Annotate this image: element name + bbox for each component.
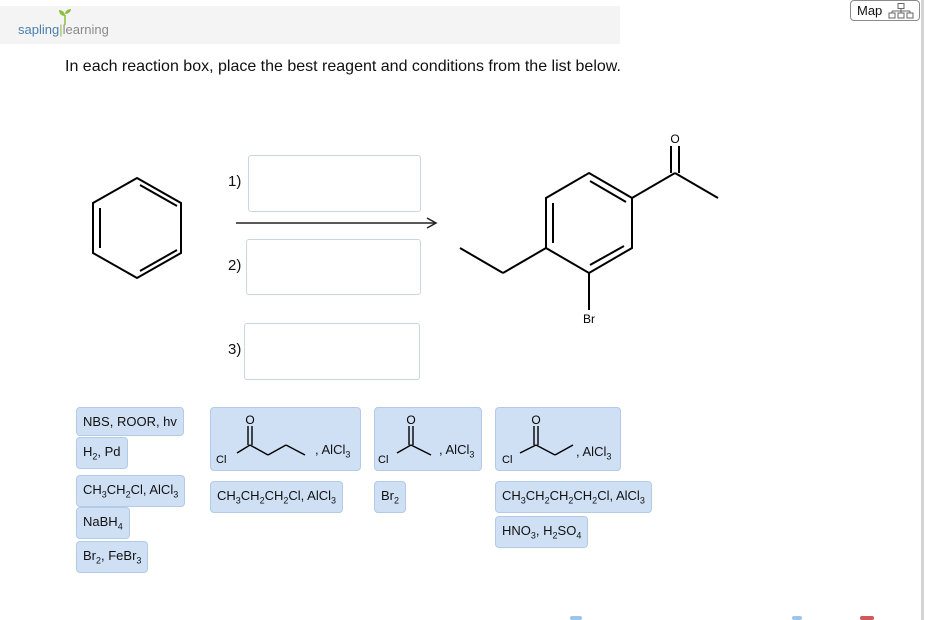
- reagent-label: CH3CH2Cl, AlCl3: [83, 482, 179, 500]
- footer-indicator: [860, 616, 874, 620]
- drop-box-step-2[interactable]: [246, 239, 421, 295]
- reagent-h2-pd[interactable]: H2, Pd: [76, 437, 128, 469]
- reaction-arrow: [236, 217, 438, 229]
- reagent-propanoyl-chloride-alcl3[interactable]: Cl O , AlCl3: [495, 407, 621, 471]
- reagent-label: HNO3, H2SO4: [502, 523, 582, 541]
- oxygen-label: O: [406, 413, 415, 427]
- reagent-label: NBS, ROOR, hv: [83, 414, 177, 429]
- chlorine-label: Cl: [502, 454, 512, 466]
- propanoyl-chloride-structure: Cl O: [502, 413, 574, 466]
- reagent-label: Br2: [381, 488, 400, 506]
- oxygen-label: O: [245, 413, 254, 427]
- map-button[interactable]: Map: [850, 0, 920, 21]
- drop-box-step-3[interactable]: [244, 323, 420, 380]
- instruction-text: In each reaction box, place the best rea…: [65, 58, 621, 75]
- chlorine-label: Cl: [378, 454, 388, 466]
- chlorine-label: Cl: [216, 454, 226, 466]
- acetyl-chloride-structure: Cl O: [378, 413, 432, 466]
- reagent-ethyl-chloride[interactable]: CH3CH2Cl, AlCl3: [76, 475, 186, 507]
- reagent-suffix: , AlCl3: [576, 444, 612, 462]
- reagent-acetyl-chloride-alcl3[interactable]: Cl O , AlCl3: [374, 407, 482, 471]
- reagent-label: Br2, FeBr3: [83, 548, 142, 566]
- reagent-label: CH3CH2CH2CH2Cl, AlCl3: [502, 488, 645, 506]
- footer-indicator: [570, 616, 582, 620]
- product-oxygen-label: O: [670, 132, 679, 146]
- reagent-butyl-chloride[interactable]: CH3CH2CH2CH2Cl, AlCl3: [495, 481, 652, 513]
- reagent-br2-febr3[interactable]: Br2, FeBr3: [76, 541, 149, 573]
- reagent-nabh4[interactable]: NaBH4: [76, 507, 130, 539]
- oxygen-label: O: [531, 413, 540, 427]
- footer-indicator: [792, 616, 802, 620]
- starting-benzene: [92, 176, 182, 280]
- logo: sapling|learning: [18, 22, 109, 37]
- reagent-label: CH3CH2CH2Cl, AlCl3: [217, 488, 337, 506]
- map-button-label: Map: [857, 3, 883, 18]
- reagent-br2[interactable]: Br2: [374, 481, 407, 513]
- right-border: [921, 0, 924, 620]
- reagent-label: H2, Pd: [83, 444, 121, 462]
- step-2-label: 2): [228, 257, 242, 274]
- reagent-butanoyl-chloride-alcl3[interactable]: Cl O , AlCl3: [210, 407, 361, 471]
- logo-learning: learning: [62, 22, 109, 37]
- reagent-hno3-h2so4[interactable]: HNO3, H2SO4: [495, 516, 589, 548]
- sprout-icon: [59, 9, 71, 25]
- reagent-nbs-roor-hv[interactable]: NBS, ROOR, hv: [76, 407, 184, 436]
- step-3-label: 3): [228, 341, 242, 358]
- product-structure: [459, 146, 719, 310]
- step-1-label: 1): [228, 173, 242, 190]
- drop-box-step-1[interactable]: [248, 155, 421, 212]
- butanoyl-chloride-structure: Cl O: [216, 413, 306, 466]
- logo-sapling: sapling: [18, 22, 60, 37]
- header-bar: [0, 6, 620, 44]
- sitemap-icon: [888, 3, 914, 19]
- reagent-suffix: , AlCl3: [315, 442, 351, 460]
- reagent-propyl-chloride[interactable]: CH3CH2CH2Cl, AlCl3: [210, 481, 344, 513]
- reagent-suffix: , AlCl3: [439, 442, 475, 460]
- product-br-label: Br: [583, 312, 595, 326]
- reagent-label: NaBH4: [83, 514, 123, 532]
